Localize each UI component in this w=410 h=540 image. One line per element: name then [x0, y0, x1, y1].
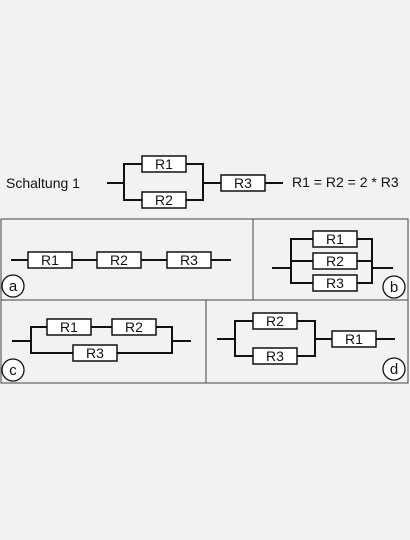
option-a-resistor-3: R3	[166, 251, 212, 269]
option-a-badge: a	[1, 274, 25, 298]
option-b-circuit: R1 R2 R3 b	[272, 230, 406, 299]
option-letter: a	[9, 278, 18, 295]
resistor-label: R1	[41, 252, 59, 268]
resistor-label: R2	[110, 252, 128, 268]
option-c-circuit: R1 R2 R3 c	[1, 318, 191, 382]
option-c-badge: c	[1, 358, 25, 382]
resistor-label: R3	[86, 345, 104, 361]
main-wiring	[107, 163, 283, 201]
option-a-circuit: R1 R2 R3 a	[1, 251, 231, 298]
option-d-resistor-2: R3	[252, 347, 298, 365]
option-d-resistor-3: R1	[331, 330, 377, 348]
circuit-title: Schaltung 1	[6, 175, 80, 191]
resistance-equation: R1 = R2 = 2 * R3	[292, 174, 399, 190]
resistor-label: R3	[326, 275, 344, 291]
resistor-label: R3	[266, 348, 284, 364]
resistor-label: R1	[326, 231, 344, 247]
resistor-label: R1	[155, 156, 173, 172]
option-b-resistor-2: R2	[312, 252, 358, 270]
option-letter: d	[390, 361, 398, 378]
option-c-resistor-2: R2	[111, 318, 157, 336]
main-circuit: Schaltung 1 R1 = R2 = 2 * R3 R1 R2 R3	[6, 155, 399, 209]
option-letter: c	[9, 362, 17, 379]
resistor-label: R2	[266, 313, 284, 329]
option-d-badge: d	[382, 357, 406, 381]
option-panel-d	[205, 299, 409, 384]
resistor-label: R2	[326, 253, 344, 269]
option-d-resistor-1: R2	[252, 312, 298, 330]
option-d-circuit: R2 R3 R1 d	[217, 312, 406, 381]
resistor-label: R3	[180, 252, 198, 268]
option-c-resistor-3: R3	[72, 344, 118, 362]
resistor-label: R1	[345, 331, 363, 347]
option-b-wiring	[272, 238, 393, 284]
option-a-resistor-2: R2	[96, 251, 142, 269]
main-resistor-1: R1	[141, 155, 187, 173]
resistor-label: R3	[234, 175, 252, 191]
option-b-resistor-1: R1	[312, 230, 358, 248]
resistor-label: R2	[125, 319, 143, 335]
option-b-resistor-3: R3	[312, 274, 358, 292]
option-c-wiring	[12, 326, 191, 354]
resistor-label: R2	[155, 192, 173, 208]
option-b-badge: b	[382, 275, 406, 299]
main-resistor-2: R2	[141, 191, 187, 209]
option-letter: b	[390, 279, 398, 296]
resistor-label: R1	[60, 319, 78, 335]
option-a-resistor-1: R1	[27, 251, 73, 269]
option-d-wiring	[217, 320, 395, 357]
main-resistor-3: R3	[220, 174, 266, 192]
option-c-resistor-1: R1	[46, 318, 92, 336]
